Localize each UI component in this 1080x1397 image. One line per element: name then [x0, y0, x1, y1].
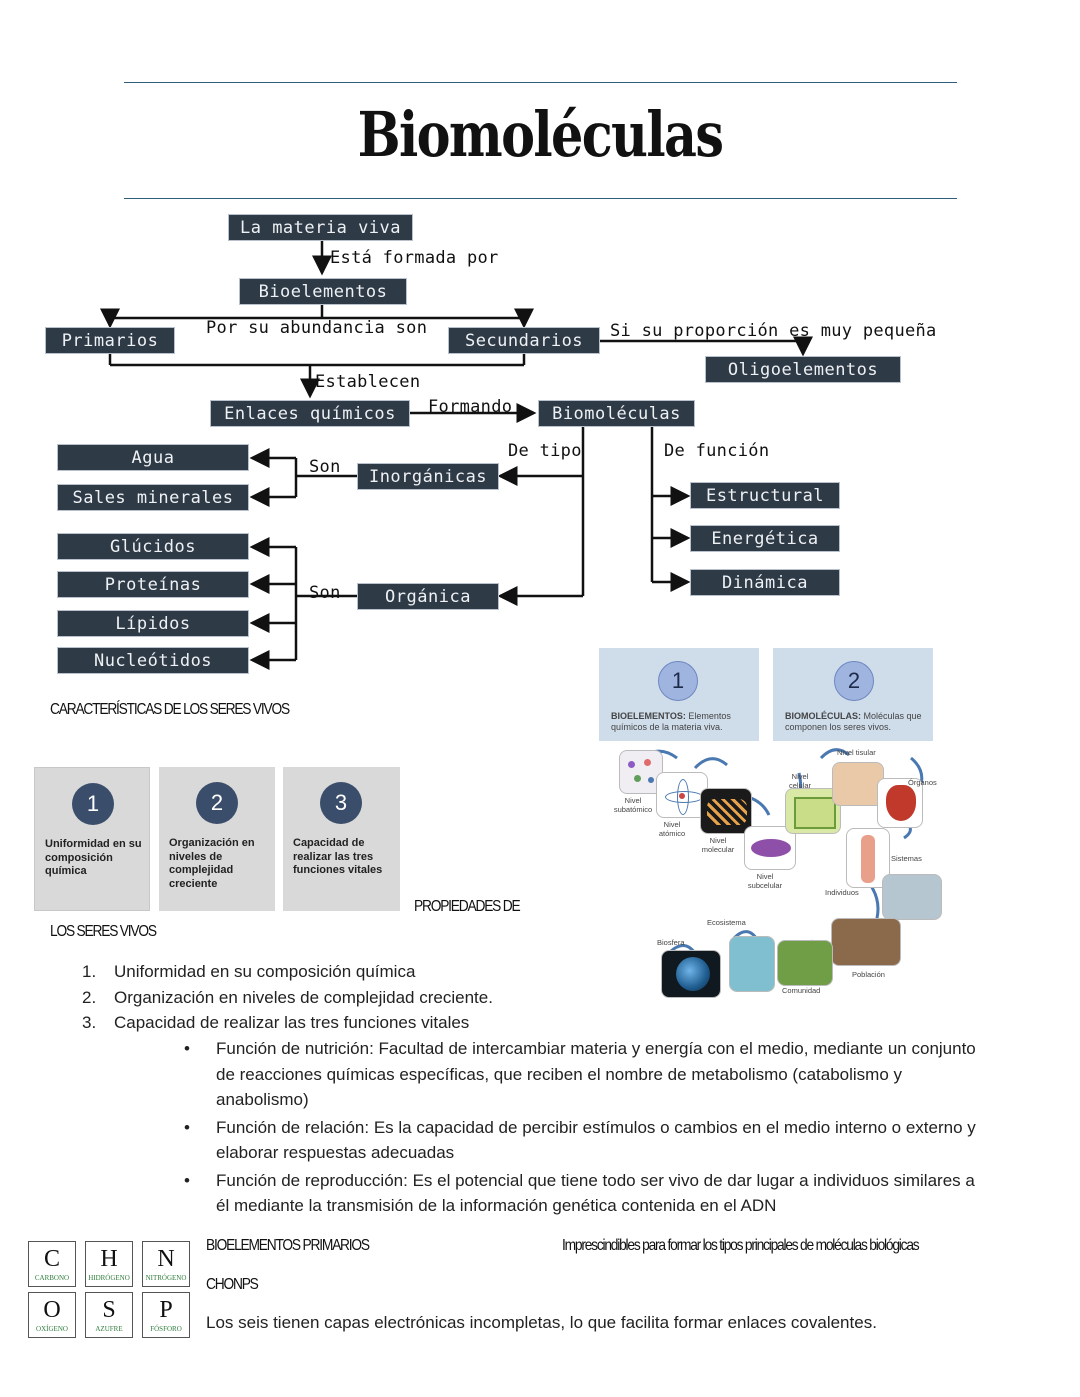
card-number: 1	[72, 783, 114, 825]
list-item: 1.Uniformidad en su composición química	[82, 962, 416, 981]
list-item: •Función de reproducción: Es el potencia…	[184, 1170, 975, 1216]
panel-biomoleculas: 2 BIOMOLÉCULAS: Moléculas que componen l…	[773, 648, 933, 741]
subatomic-image	[619, 750, 663, 794]
label-de-funcion: De función	[664, 441, 770, 461]
biosphere-image	[661, 950, 721, 998]
panel-number: 2	[834, 661, 874, 701]
level-label: Nivel tisular	[837, 748, 876, 757]
card-number: 2	[196, 782, 238, 824]
node-organica: Orgánica	[357, 583, 499, 610]
propiedades-heading-a: PROPIEDADES DE	[414, 898, 521, 915]
card-2: 2 Organización en niveles de complejidad…	[159, 767, 275, 911]
list-item: 2.Organización en niveles de complejidad…	[82, 987, 493, 1007]
bioelementos-sentence: Los seis tienen capas electrónicas incom…	[206, 1313, 877, 1332]
level-label: Nivel molecular	[701, 836, 735, 854]
tissue-image	[832, 762, 884, 806]
card-1: 1 Uniformidad en su composición química	[34, 767, 150, 911]
label-son-inorganicas: Son	[309, 457, 341, 477]
node-materia-viva: La materia viva	[228, 214, 413, 241]
panel-text: BIOMOLÉCULAS: Moléculas que componen los…	[785, 711, 922, 732]
community-image	[777, 940, 833, 986]
bioelementos-heading: BIOELEMENTOS PRIMARIOS	[206, 1237, 370, 1254]
node-energetica: Energética	[690, 525, 840, 552]
ecosystem-image	[729, 936, 775, 992]
node-oligoelementos: Oligoelementos	[705, 356, 901, 383]
node-inorganicas: Inorgánicas	[357, 463, 499, 490]
levels-figure: 1 BIOELEMENTOS: Elementos químicos de la…	[599, 648, 944, 1000]
label-por-su-abundancia: Por su abundancia son	[206, 318, 428, 338]
label-esta-formada-por: Está formada por	[330, 248, 499, 268]
node-bioelementos: Bioelementos	[239, 278, 407, 305]
node-agua: Agua	[57, 444, 249, 471]
level-label: Nivel celular	[788, 772, 812, 790]
node-lipidos: Lípidos	[57, 610, 249, 637]
properties-list: 1.Uniformidad en su composición química …	[82, 959, 642, 1036]
level-label: Ecosistema	[707, 918, 746, 927]
list-item: •Función de relación: Es la capacidad de…	[184, 1117, 976, 1163]
panel-bioelementos: 1 BIOELEMENTOS: Elementos químicos de la…	[599, 648, 759, 741]
bioelementos-note: Imprescindibles para formar los tipos pr…	[562, 1237, 920, 1254]
level-label: Nivel atómico	[658, 820, 686, 838]
level-label: Comunidad	[782, 986, 821, 995]
cellular-image	[785, 788, 841, 834]
panel-text: BIOELEMENTOS: Elementos químicos de la m…	[611, 711, 731, 732]
label-si-proporcion: Si su proporción es muy pequeña	[610, 321, 937, 341]
caracteristicas-heading: CARACTERÍSTICAS DE LOS SERES VIVOS	[50, 701, 290, 718]
node-dinamica: Dinámica	[690, 569, 840, 596]
level-label: Nivel subatómico	[613, 796, 653, 814]
atomic-image	[656, 772, 708, 818]
level-label: Población	[852, 970, 885, 979]
node-sales-minerales: Sales minerales	[57, 484, 249, 511]
level-label: Biosfera	[657, 938, 685, 947]
bottom-rule	[124, 198, 957, 199]
page-title: Biomoléculas	[357, 98, 724, 171]
organ-image	[877, 778, 923, 828]
label-formando: Formando	[428, 397, 513, 417]
node-estructural: Estructural	[690, 482, 840, 509]
level-label: Individuos	[825, 888, 859, 897]
subcellular-image	[744, 826, 796, 870]
card-3: 3 Capacidad de realizar las tres funcion…	[283, 767, 400, 911]
level-label: Sistemas	[891, 854, 922, 863]
panel-number: 1	[658, 661, 698, 701]
label-de-tipo: De tipo	[508, 441, 582, 461]
list-item: 3.Capacidad de realizar las tres funcion…	[82, 1013, 470, 1032]
label-establecen: Establecen	[315, 372, 421, 392]
node-proteinas: Proteínas	[57, 571, 249, 598]
node-nucleotidos: Nucleótidos	[57, 647, 249, 674]
population-image	[831, 918, 901, 966]
bioelementos-acronym: CHONPS	[206, 1276, 259, 1293]
card-text: Uniformidad en su composición química	[45, 838, 142, 877]
molecular-image	[700, 788, 752, 834]
individual-image	[882, 874, 942, 920]
label-son-organica: Son	[309, 583, 341, 603]
top-rule	[124, 82, 957, 83]
card-text: Organización en niveles de complejidad c…	[169, 837, 255, 890]
card-text: Capacidad de realizar las tres funciones…	[293, 837, 383, 876]
list-item: •Función de nutrición: Facultad de inter…	[184, 1039, 976, 1109]
node-primarios: Primarios	[45, 327, 175, 354]
node-secundarios: Secundarios	[448, 327, 600, 354]
card-number: 3	[320, 782, 362, 824]
level-label: Nivel subcelular	[747, 872, 783, 890]
concept-map-connectors	[100, 241, 813, 670]
node-glucidos: Glúcidos	[57, 533, 249, 560]
node-biomoleculas: Biomoléculas	[538, 400, 695, 427]
level-label: Órganos	[908, 778, 937, 787]
functions-list: •Función de nutrición: Facultad de inter…	[182, 1036, 982, 1219]
propiedades-heading-b: LOS SERES VIVOS	[50, 923, 157, 940]
node-enlaces-quimicos: Enlaces químicos	[210, 400, 410, 427]
